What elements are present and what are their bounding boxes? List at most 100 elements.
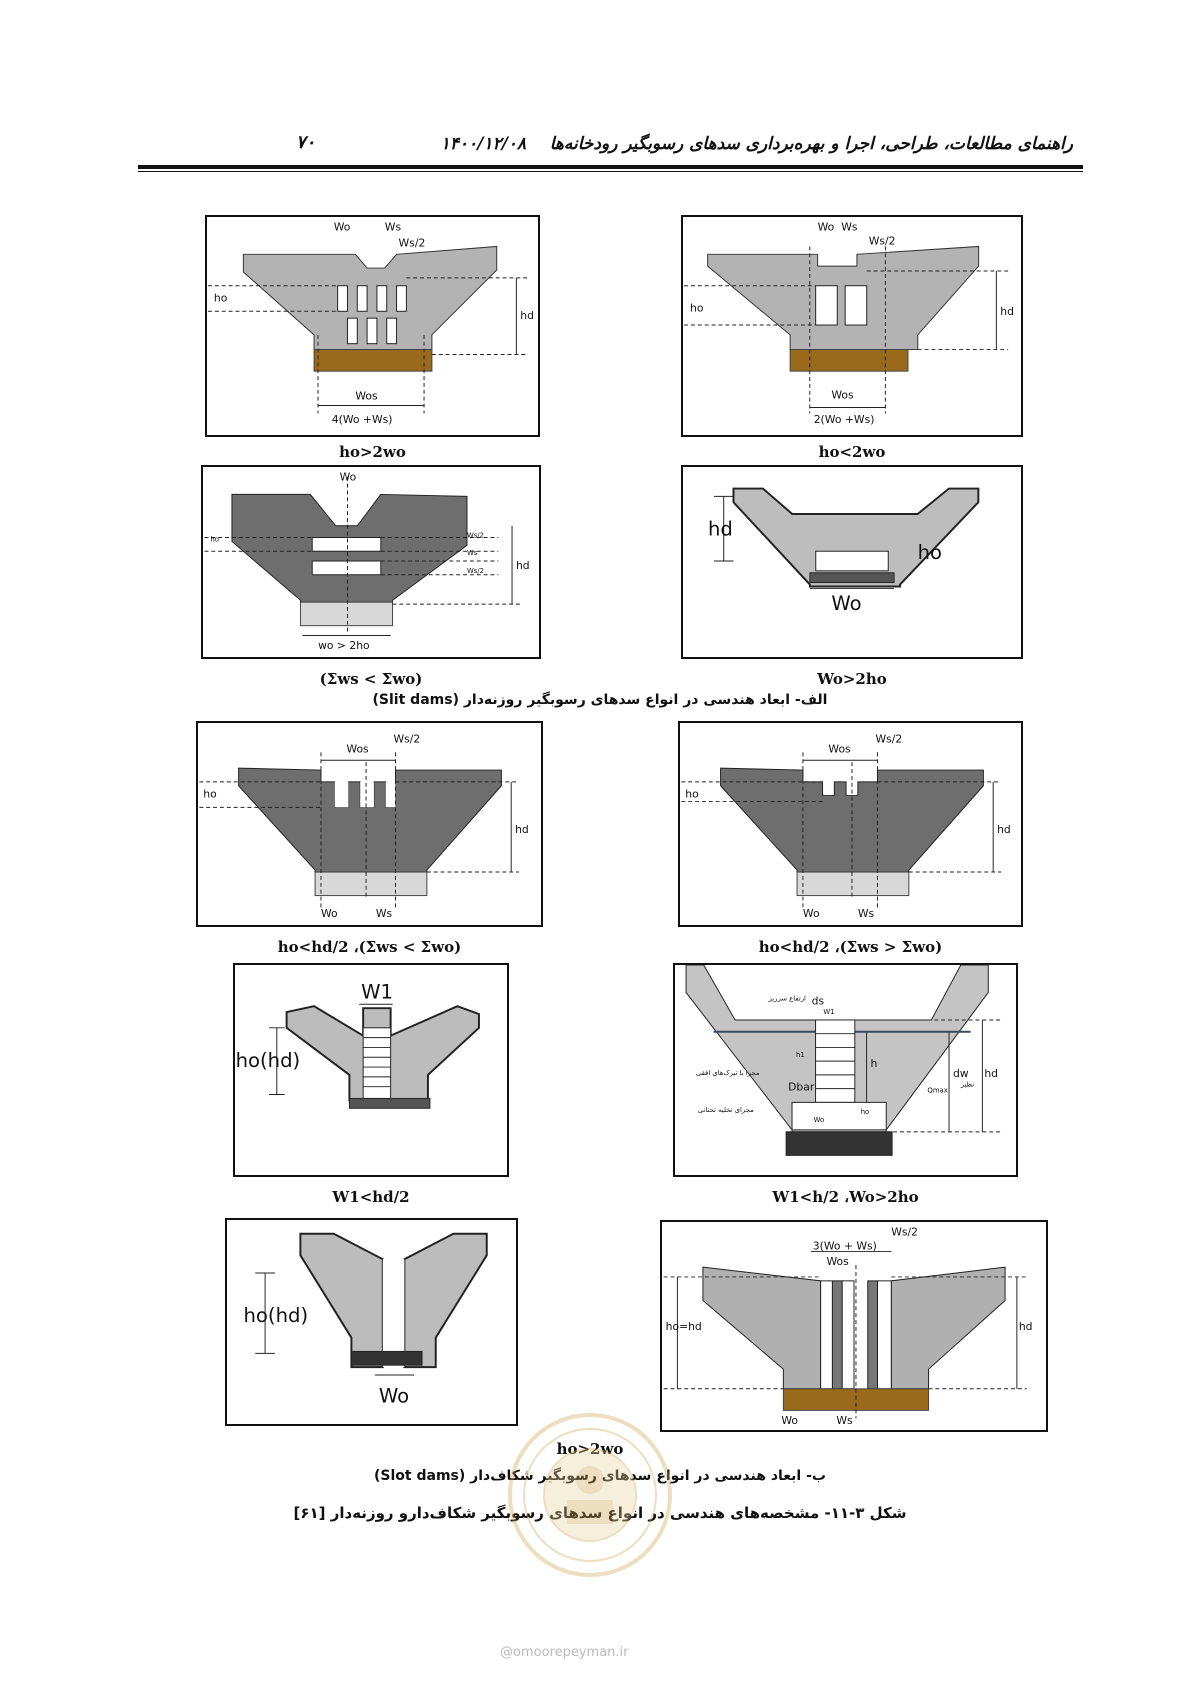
label-wos: Wos [355,390,378,403]
label-ho: ho [214,291,228,304]
label-wos: Wos [827,1255,850,1268]
header-title: راهنمای مطالعات، طراحی، اجرا و بهره‌بردا… [440,134,1073,154]
label-ho-hd: ho(hd) [236,1049,301,1072]
label-formula: 4(Wo +Ws) [332,413,393,426]
label-qmax: Qmax [927,1087,947,1095]
figure-caption: شکل ۳-۱۱- مشخصه‌های هندسی در انواع سدهای… [293,1504,907,1522]
label-ws2: Ws/2 [399,236,426,249]
label-ws: Ws [836,1414,853,1427]
label-formula: 2(Wo +Ws) [814,413,875,426]
caption-p6: ho<hd/2 ،(Σws < Σwo) [277,938,462,956]
header-rule [138,165,1083,169]
label-ho-hd: ho(hd) [244,1304,309,1327]
label-wos: Wos [831,389,854,402]
caption-p9: ho>2wo [500,1440,680,1458]
panel-slot-ho-gt-2wo: 3(Wo + Ws) Wos Ws/2 ho=hd hd Wo Ws [660,1220,1048,1432]
label-ws2: Ws/2 [876,733,903,746]
panel-slot-sum-ws-gt-wo: Wos Ws/2 ho hd Wo Ws [678,721,1023,927]
label-ws2: Ws/2 [869,234,896,247]
label-ho: ho [203,788,216,801]
page-number: ۷۰ [296,132,316,153]
watermark-seal-icon [508,1413,672,1577]
caption-p8: W1<hd/2 [332,1188,410,1206]
label-ho-eq: ho=hd [666,1320,702,1333]
label-channel: مجرا با تیرک‌های افقی [696,1069,760,1077]
label-hd: hd [515,823,529,836]
panel-slit-wo-gt-2ho: hd ho Wo [681,465,1023,659]
label-qmax-fa: نظیر [960,1081,974,1089]
label-ho: ho [210,535,219,543]
panel-slot-w1-h: ds ارتفاع سرریز W1 h1 h dw hd Qmax نظیر … [673,963,1018,1177]
label-wo: Wo [321,907,338,920]
header-rule-thin [138,171,1083,172]
label-wos: Wos [828,742,851,755]
panel-slit-sum-ws-lt-wo: Wo Ws/2 Ws Ws/2 ho hd wo > 2ho [201,465,541,659]
label-wo: Wo [379,1384,409,1407]
label-ho: ho [690,301,704,314]
label-hd: hd [997,823,1011,836]
label-h: h [871,1057,878,1070]
label-h1: h1 [796,1051,805,1059]
label-hd: hd [520,309,534,322]
diagram-slit-2: Wo Ws Ws/2 ho hd Wos 4(Wo +Ws) [208,221,534,426]
caption-p7: W1<h/2 ،Wo>2ho [772,1188,919,1206]
label-ws: Ws [467,549,478,557]
label-dw: dw [953,1067,969,1080]
diagram-slit-4: Wo Ws/2 Ws Ws/2 ho hd wo > 2ho [204,471,530,652]
label-ws: Ws [385,221,402,234]
label-hd: hd [984,1067,998,1080]
label-hd: hd [1019,1320,1033,1333]
label-hd: hd [516,559,530,572]
label-ws: Ws [858,907,875,920]
label-wos: Wos [346,742,369,755]
label-ho: ho [861,1108,870,1116]
label-ho: ho [685,788,698,801]
panel-slot-sum-ws-lt-wo: Wos Ws/2 ho hd Wo Ws [196,721,543,927]
caption-be: ب- ابعاد هندسی در انواع سدهای رسوبگیر شک… [374,1468,826,1484]
caption-p5: ho<hd/2 ،(Σws > Σwo) [758,938,943,956]
label-wo: Wo [814,1116,825,1124]
label-hd: hd [1000,305,1014,318]
page-header: راهنمای مطالعات، طراحی، اجرا و بهره‌بردا… [138,128,1083,172]
panel-slit-ho-lt-2wo: Wo Ws Ws/2 ho hd Wos 2(Wo +Ws) [681,215,1023,437]
caption-alef: الف- ابعاد هندسی در انواع سدهای رسوبگیر … [372,692,828,708]
label-formula: 3(Wo + Ws) [813,1239,877,1252]
diagram-slot-5: Wos Ws/2 ho hd Wo Ws [681,733,1011,920]
caption-p1: ho<2wo [818,443,886,461]
label-wo: Wo [340,471,357,484]
label-wo: Wo [781,1414,798,1427]
label-overflow: ارتفاع سرریز [767,994,806,1002]
caption-p3: Wo>2ho [817,670,887,688]
diagram-slit-3: hd ho Wo [708,487,980,615]
label-ds: ds [812,994,825,1007]
label-ws2: Ws/2 [394,733,421,746]
panel-slot-t-shape: ho(hd) Wo [225,1218,518,1426]
label-w1: W1 [361,980,393,1003]
diagram-slot-8: W1 ho(hd) [236,980,480,1109]
label-hd: hd [708,518,733,541]
label-ws: Ws [841,221,858,234]
label-ws2b: Ws/2 [467,567,484,575]
diagram-slit-1: Wo Ws Ws/2 ho hd Wos 2(Wo +Ws) [684,221,1014,426]
label-wo: Wo [818,221,835,234]
label-wo: Wo [803,907,820,920]
diagram-slot-7: ds ارتفاع سرریز W1 h1 h dw hd Qmax نظیر … [685,965,1001,1156]
caption-p4: (Σws < Σwo) [319,670,423,688]
panel-slot-w1-hd: W1 ho(hd) [233,963,509,1177]
label-ho: ho [918,541,942,564]
diagram-slot-10: ho(hd) Wo [244,1232,488,1407]
label-dbar: Dbar [788,1081,815,1094]
footer-website: @omoorepeyman.ir [500,1645,629,1660]
label-w1: W1 [823,1008,834,1016]
diagram-slot-6: Wos Ws/2 ho hd Wo Ws [199,733,529,920]
label-ws2a: Ws/2 [467,532,484,540]
label-ws: Ws [376,907,393,920]
label-wo: Wo [831,592,861,615]
label-bottom: wo > 2ho [318,639,370,652]
caption-p2: ho>2wo [339,443,406,461]
label-bottom-channel: مجرای تخلیه تحتانی [698,1106,754,1114]
label-wo: Wo [334,221,351,234]
label-ws2: Ws/2 [891,1226,918,1239]
panel-slit-ho-gt-2wo: Wo Ws Ws/2 ho hd Wos 4(Wo +Ws) [205,215,540,437]
diagram-slot-9: 3(Wo + Ws) Wos Ws/2 ho=hd hd Wo Ws [663,1226,1033,1427]
